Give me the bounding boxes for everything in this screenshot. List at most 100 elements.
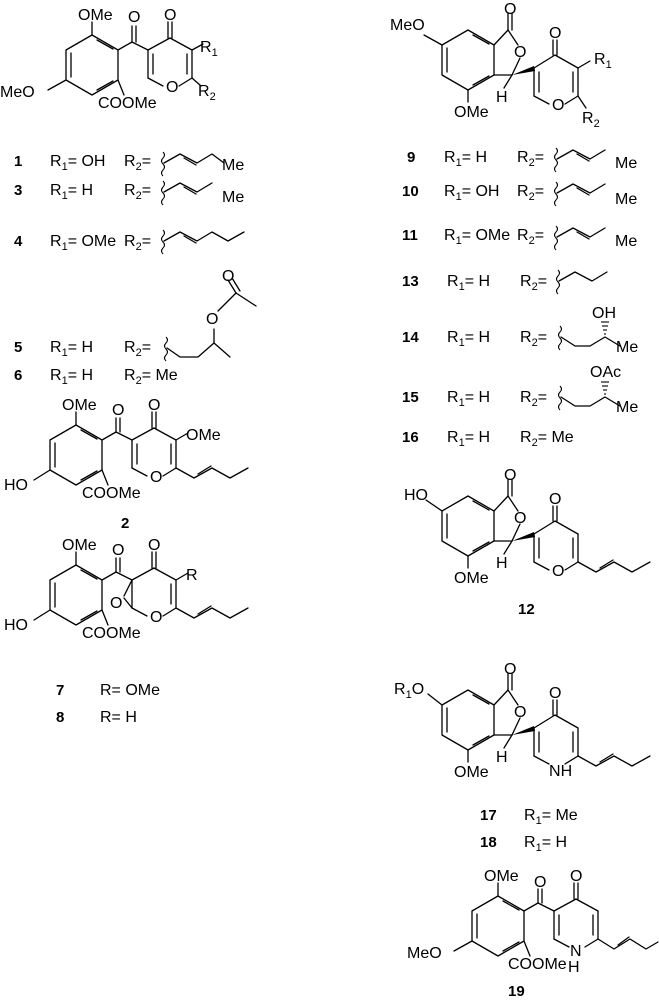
atom-ho: HO: [4, 617, 28, 634]
atom-o: O: [150, 609, 162, 626]
compound-id: 19: [508, 983, 525, 1000]
r1-definition: R1= OH: [444, 183, 499, 203]
r1-definition: R1= H: [50, 182, 93, 202]
atom-o: O: [112, 542, 124, 559]
atom-h: H: [496, 749, 508, 766]
propenyl-chain: [556, 227, 606, 238]
r2-definition: R2=: [124, 339, 151, 359]
atom-r2: R2: [198, 83, 216, 103]
structure-7-8: [33, 551, 249, 626]
compound-id: 4: [14, 233, 23, 250]
compound-id: 3: [14, 182, 22, 199]
atom-o: O: [148, 397, 160, 414]
structure-12: [425, 479, 651, 573]
atom-ho: HO: [4, 477, 28, 494]
wavy-bond: [160, 151, 166, 177]
r-definition: R= H: [100, 709, 137, 726]
atom-o: O: [552, 563, 564, 580]
propenyl-chain: [163, 182, 213, 193]
r-definition: R= OMe: [100, 682, 160, 699]
atom-me: Me: [222, 189, 244, 206]
r2-definition: R2=: [517, 149, 544, 169]
atom-meo: MeO: [407, 945, 442, 962]
atom-n: NH: [549, 763, 572, 780]
compound-id: 2: [121, 515, 129, 532]
compound-id: 11: [402, 227, 418, 244]
structure-core-b: [423, 13, 591, 109]
atom-o: O: [570, 868, 582, 885]
atom-ome: OMe: [186, 427, 221, 444]
r2-definition: R2= Me: [124, 367, 178, 387]
r2-definition: R2=: [517, 183, 544, 203]
r1-definition: R1= H: [444, 149, 487, 169]
atom-o: O: [504, 467, 516, 484]
compound-id: 5: [14, 339, 22, 356]
atom-ome: OMe: [62, 397, 97, 414]
atom-coome: COOMe: [82, 625, 141, 642]
structure-17-18: [427, 673, 651, 767]
wavy-bond: [160, 229, 166, 255]
atom-meo: MeO: [0, 84, 35, 101]
r1-definition: R1= H: [50, 367, 93, 387]
r2-definition: R2=: [124, 182, 151, 202]
r1-definition: R1= H: [447, 273, 490, 293]
atom-o: O: [504, 661, 516, 678]
atom-me: Me: [616, 399, 638, 416]
atom-o: O: [164, 7, 176, 24]
hashed-bond: [601, 381, 609, 395]
wavy-bond: [557, 385, 563, 411]
propyl-chain: [558, 271, 608, 282]
wavy-bond: [553, 147, 559, 173]
propenyl-chain: [556, 183, 606, 194]
atom-h: H: [568, 959, 580, 976]
r2-definition: R2=: [124, 153, 151, 173]
hashed-bond: [601, 321, 609, 335]
r1-definition: R1= Me: [524, 807, 578, 827]
structure-core-a: [47, 21, 204, 96]
r2-definition: R2=: [517, 227, 544, 247]
r2-definition: R2=: [520, 273, 547, 293]
r2-definition: R2=: [520, 329, 547, 349]
propenyl-chain: [163, 231, 245, 242]
compound-id: 14: [402, 329, 419, 346]
r1-definition: R1= H: [447, 429, 490, 449]
compound-id: 12: [518, 601, 535, 618]
atom-h: H: [496, 89, 508, 106]
atom-ome: OMe: [484, 868, 519, 885]
structure-19: [453, 882, 659, 957]
atom-o: O: [148, 537, 160, 554]
atom-o: O: [549, 25, 561, 42]
hydroxypropyl-chain: [560, 336, 621, 347]
atom-n: N: [570, 943, 582, 960]
r1-definition: R1= H: [50, 339, 93, 359]
r2-definition: R2=: [520, 389, 547, 409]
atom-o: O: [549, 685, 561, 702]
compound-id: 16: [402, 429, 419, 446]
compound-id: 7: [56, 682, 64, 699]
r1-definition: R1= OH: [50, 153, 105, 173]
r1-definition: R1= OMe: [50, 233, 116, 253]
r1-definition: R1= OMe: [444, 227, 510, 247]
acetoxypropyl-chain: [560, 396, 621, 407]
atom-o: O: [150, 469, 162, 486]
atom-coome: COOMe: [82, 485, 141, 502]
atom-o: O: [112, 402, 124, 419]
wavy-bond: [555, 269, 561, 295]
atom-o: O: [514, 704, 526, 721]
atom-o: O: [222, 268, 234, 285]
atom-oac: OAc: [590, 364, 621, 381]
atom-oh: OH: [592, 305, 616, 322]
compound-id: 9: [407, 149, 415, 166]
atom-o: O: [166, 79, 178, 96]
atom-o: O: [514, 510, 526, 527]
wavy-bond: [160, 180, 166, 206]
compound-id: 8: [56, 709, 64, 726]
atom-ome: OMe: [454, 764, 489, 781]
atom-o: O: [549, 491, 561, 508]
compound-id: 18: [480, 834, 497, 851]
atom-r2: R2: [582, 110, 600, 130]
atom-o: O: [552, 97, 564, 114]
atom-me: Me: [616, 339, 638, 356]
atom-coome: COOMe: [508, 956, 567, 973]
